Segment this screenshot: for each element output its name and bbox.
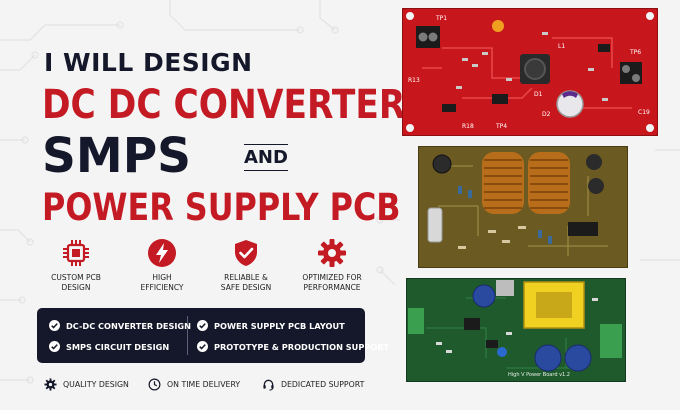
clock-icon: [148, 378, 161, 391]
service-label: DC-DC CONVERTER DESIGN: [66, 320, 191, 331]
pcb-label: TP6: [629, 49, 641, 56]
service-label: POWER SUPPLY PCB LAYOUT: [214, 320, 345, 331]
gear-icon: [44, 378, 57, 391]
check-circle-icon: [197, 341, 208, 352]
feature-label: OPTIMIZED FOR PERFORMANCE: [302, 273, 362, 292]
chip-icon: [63, 240, 89, 266]
services-box: DC-DC CONVERTER DESIGN SMPS CIRCUIT DESI…: [37, 308, 389, 363]
feature-label: CUSTOM PCB DESIGN: [51, 273, 101, 292]
red-pcb-image: TP1 TP6 L1 D1 D2 R13 R18 TP4 C19: [402, 8, 658, 136]
pcb-label: TP4: [495, 123, 507, 130]
pcb-label: D2: [542, 111, 551, 118]
service-item: POWER SUPPLY PCB LAYOUT: [197, 320, 345, 331]
bottom-label: DEDICATED SUPPORT: [281, 380, 365, 389]
green-pcb-image: High V Power Board v1.2: [406, 278, 626, 382]
feature-label: RELIABLE & SAFE DESIGN: [220, 273, 272, 292]
check-circle-icon: [49, 341, 60, 352]
services-divider: [187, 316, 188, 355]
check-circle-icon: [197, 320, 208, 331]
service-label: SMPS CIRCUIT DESIGN: [66, 341, 170, 352]
bottom-item-quality: QUALITY DESIGN: [44, 378, 129, 391]
pcb-label: R18: [462, 123, 474, 130]
headset-icon: [263, 379, 274, 391]
service-item: DC-DC CONVERTER DESIGN: [49, 320, 191, 331]
bottom-label: ON TIME DELIVERY: [167, 380, 241, 389]
headline-line3: SMPS: [42, 128, 192, 184]
headline-line2: DC DC CONVERTER: [42, 82, 406, 128]
features-row: CUSTOM PCB DESIGN HIGH EFFICIENCY RELIAB…: [36, 238, 366, 298]
brown-pcb-image: [418, 146, 628, 268]
feature-high-efficiency: HIGH EFFICIENCY: [122, 238, 202, 293]
shield-check-icon: [235, 240, 257, 266]
headline-line4: POWER SUPPLY PCB: [42, 186, 401, 229]
feature-optimized: OPTIMIZED FOR PERFORMANCE: [292, 238, 372, 293]
check-circle-icon: [49, 320, 60, 331]
feature-custom-pcb: CUSTOM PCB DESIGN: [36, 238, 116, 293]
bottom-item-delivery: ON TIME DELIVERY: [148, 378, 240, 391]
headline-and: AND: [244, 144, 288, 171]
bottom-label: QUALITY DESIGN: [63, 380, 129, 389]
bottom-item-support: DEDICATED SUPPORT: [262, 378, 364, 391]
feature-label: HIGH EFFICIENCY: [140, 273, 184, 292]
lightning-icon: [148, 239, 176, 267]
service-item: PROTOTYPE & PRODUCTION SUPPORT: [197, 341, 389, 352]
pcb-label: D1: [534, 91, 543, 98]
pcb-label: C19: [638, 109, 650, 116]
pcb-label: TP1: [435, 15, 447, 22]
pcb-label: High V Power Board v1.2: [508, 372, 570, 378]
gear-icon: [318, 239, 346, 267]
headline-line1: I WILL DESIGN: [44, 48, 253, 77]
bottom-row: QUALITY DESIGN ON TIME DELIVERY DEDICATE…: [44, 378, 374, 394]
service-label: PROTOTYPE & PRODUCTION SUPPORT: [214, 341, 389, 352]
service-item: SMPS CIRCUIT DESIGN: [49, 341, 169, 352]
pcb-label: R13: [408, 77, 420, 84]
feature-reliable-safe: RELIABLE & SAFE DESIGN: [206, 238, 286, 293]
pcb-label: L1: [558, 43, 565, 50]
